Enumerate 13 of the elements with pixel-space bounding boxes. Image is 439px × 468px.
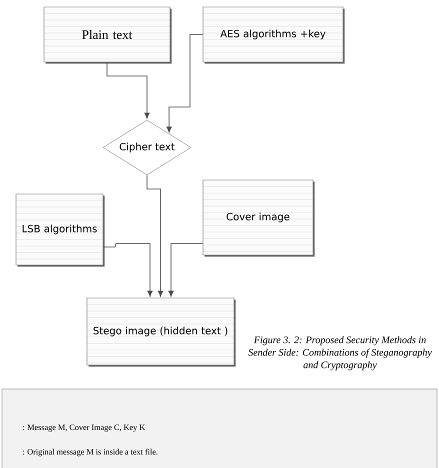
algorithm-text: : Message M, Cover Image C, Key K (22, 424, 146, 432)
arrow (106, 62, 150, 119)
figure-caption: Figure 3. 2: Proposed Security Methods in Sender Side: Combinations of Steganography and Cryptography (248, 336, 432, 370)
arrow (102, 243, 153, 297)
arrow (166, 34, 204, 133)
process-box: LSB algorithms (16, 194, 105, 267)
process-box: AES algorithms +key (202, 6, 345, 64)
process-box: Plain text (44, 6, 172, 64)
algorithm-text: : Original message M is inside a text file. (22, 448, 158, 456)
process-box: Stego image (hidden text ) (86, 298, 236, 367)
arrow (168, 243, 204, 297)
arrow (146, 174, 164, 297)
process-box: Cover image (202, 180, 315, 257)
